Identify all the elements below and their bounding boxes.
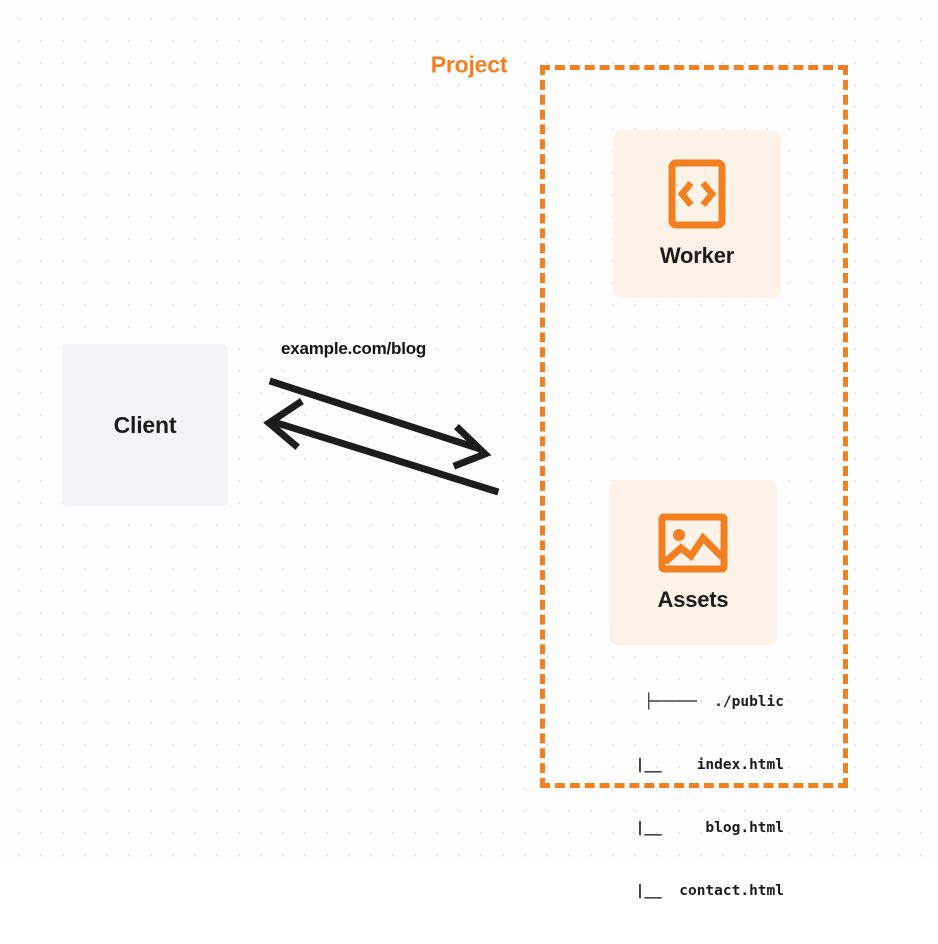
assets-node-label: Assets (657, 586, 729, 612)
worker-node-label: Worker (659, 243, 735, 268)
diagram-canvas: Client example.com/blog Project Worker (0, 0, 938, 899)
image-icon (658, 513, 728, 572)
assets-file-tree: ├───── ./public |__ index.html |__ blog.… (584, 650, 784, 944)
worker-node[interactable]: Worker (613, 130, 781, 298)
file-tree-line: |__ index.html (591, 757, 784, 773)
file-tree-line: |__ blog.html (591, 820, 784, 836)
client-node-label: Client (113, 411, 177, 438)
connection-label: example.com/blog (281, 339, 427, 358)
client-node[interactable]: Client (62, 344, 228, 506)
request-arrow-icon (268, 377, 492, 470)
assets-node[interactable]: Assets (609, 480, 777, 645)
file-tree-line: ├───── ./public (644, 694, 784, 710)
code-file-icon (668, 159, 726, 229)
project-boundary (540, 65, 848, 788)
file-tree-line: |__ contact.html (591, 883, 784, 899)
project-title: Project (424, 51, 514, 79)
connection-arrows (263, 377, 500, 496)
response-arrow-icon (263, 398, 500, 496)
